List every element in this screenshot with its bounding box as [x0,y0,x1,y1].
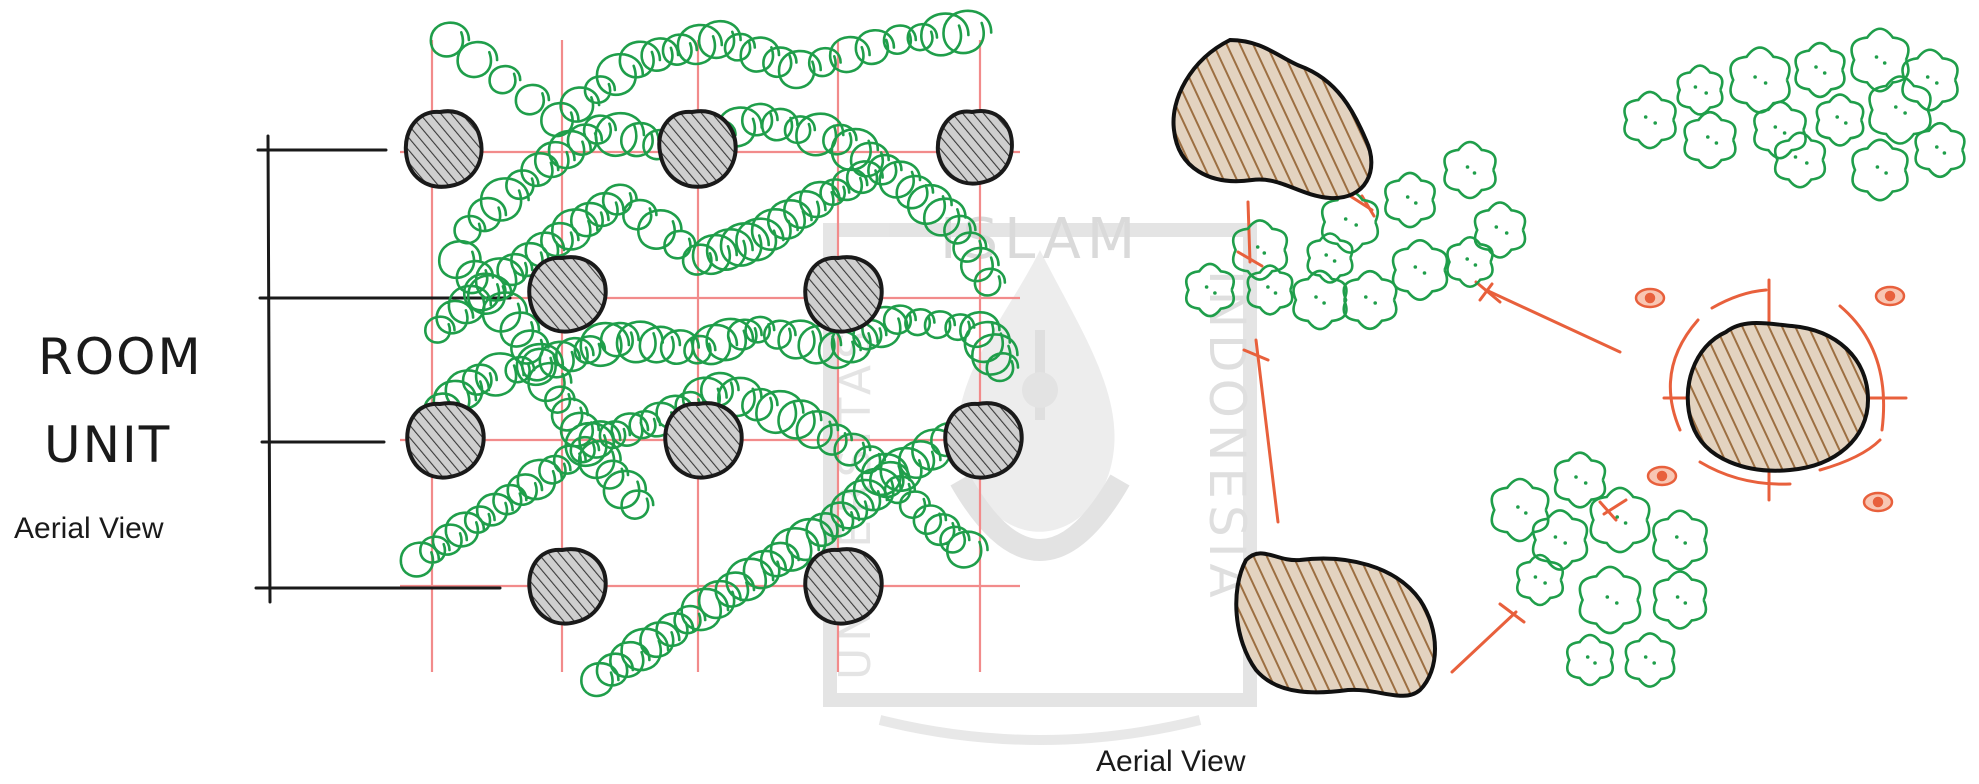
right-diagram-caption: Aerial View [1096,745,1246,779]
room-pod [945,403,1021,477]
shrub [1624,92,1675,148]
shrub [1344,271,1397,329]
shrub [1580,567,1640,633]
watermark-right-text: INDONESIA [1198,270,1256,604]
shrub [1294,271,1347,329]
shrub [1653,511,1706,570]
site-relationship-diagram [1173,29,1964,696]
room-pod [407,403,483,477]
rock-mass-bottom [1236,553,1435,695]
rock-mass-top [1173,40,1371,198]
shrub [1852,29,1909,92]
eye-icon [1648,467,1676,485]
tree-scribble [581,407,1007,696]
shrub [1385,173,1434,227]
shrub [1447,237,1492,287]
rock-mass-feature [1688,323,1868,471]
shrub [1678,66,1723,115]
shrub [1517,555,1562,605]
room-pod [529,257,605,331]
room-pod [938,111,1012,184]
shrub [1775,133,1825,188]
shrub [1685,112,1736,168]
rock-masses [1173,40,1868,696]
shrub [1475,203,1525,258]
room-pod [659,111,735,187]
shrub [1654,572,1706,629]
room-pod [665,403,741,477]
shrub [1916,123,1965,177]
unit-label-line2: UNIT [44,416,171,474]
shrub [1591,488,1649,552]
shrub [1626,633,1674,686]
left-diagram-caption: Aerial View [14,512,164,546]
room-pod [805,257,881,331]
room-pod [406,111,482,187]
room-pod [805,549,881,623]
shrub [1853,140,1908,200]
eye-icon [1636,289,1664,307]
room-label-line1: ROOM [38,328,203,386]
shrub [1567,635,1612,685]
shrub [1817,95,1863,146]
shrub [1796,43,1845,97]
shrub [1754,102,1805,158]
shrub [1393,240,1447,299]
shrub [1533,510,1587,569]
shrub [1492,479,1548,541]
eye-icon [1864,493,1892,511]
eye-icon [1876,287,1904,305]
room-pod [529,549,605,623]
shrub [1445,142,1496,198]
room-pods [406,111,1022,624]
